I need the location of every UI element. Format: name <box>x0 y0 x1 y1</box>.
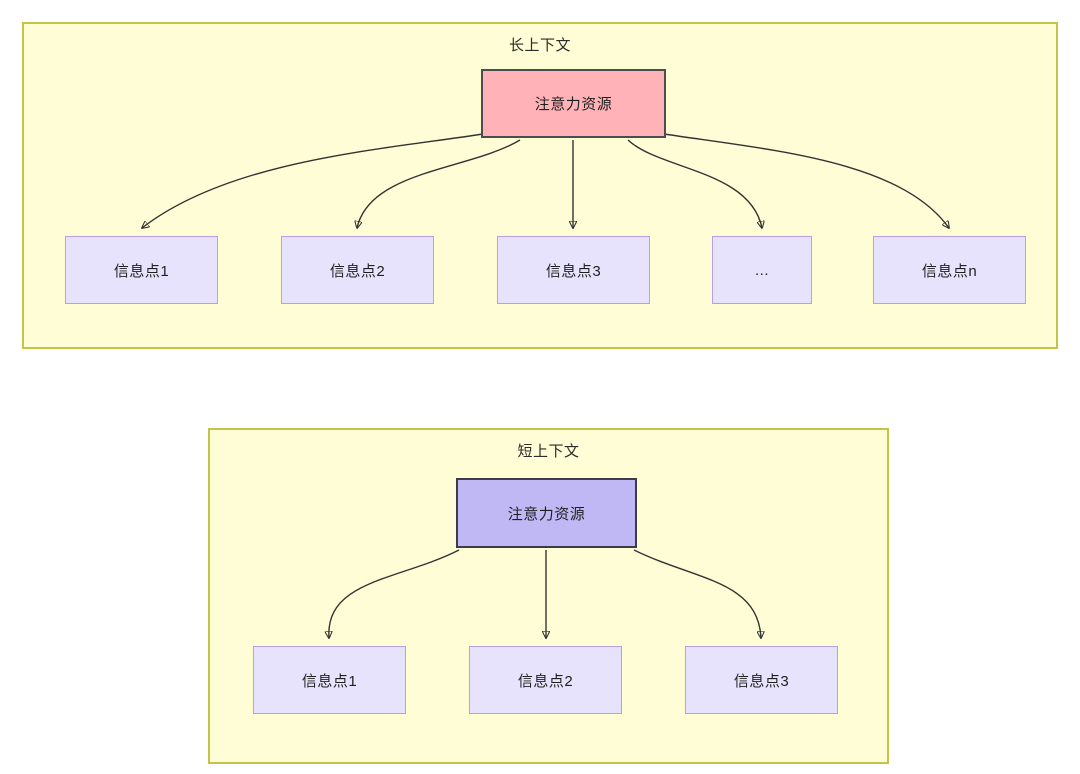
long-context-info-node-ellipsis[interactable]: ... <box>712 236 812 304</box>
long-context-info-node-1-label: 信息点1 <box>113 262 170 280</box>
long-context-info-node-1[interactable]: 信息点1 <box>65 236 218 304</box>
long-context-info-node-3[interactable]: 信息点3 <box>497 236 650 304</box>
long-context-info-node-2-label: 信息点2 <box>329 262 386 280</box>
short-context-info-node-2-label: 信息点2 <box>517 672 574 690</box>
long-context-info-node-ellipsis-label: ... <box>754 261 769 279</box>
short-context-attention-resource-label: 注意力资源 <box>507 505 586 523</box>
panel-short-context-title: 短上下文 <box>517 443 580 460</box>
short-context-info-node-3[interactable]: 信息点3 <box>685 646 838 714</box>
short-context-info-node-2[interactable]: 信息点2 <box>469 646 622 714</box>
long-context-info-node-2[interactable]: 信息点2 <box>281 236 434 304</box>
long-context-info-node-n-label: 信息点n <box>921 262 978 280</box>
long-context-attention-resource-node[interactable]: 注意力资源 <box>481 69 666 138</box>
short-context-info-node-1[interactable]: 信息点1 <box>253 646 406 714</box>
short-context-info-node-1-label: 信息点1 <box>301 672 358 690</box>
long-context-info-node-n[interactable]: 信息点n <box>873 236 1026 304</box>
panel-long-context-title: 长上下文 <box>508 37 571 54</box>
long-context-attention-resource-label: 注意力资源 <box>534 96 613 113</box>
short-context-info-node-3-label: 信息点3 <box>733 672 790 690</box>
short-context-attention-resource-node[interactable]: 注意力资源 <box>456 478 637 548</box>
long-context-info-node-3-label: 信息点3 <box>545 262 602 280</box>
